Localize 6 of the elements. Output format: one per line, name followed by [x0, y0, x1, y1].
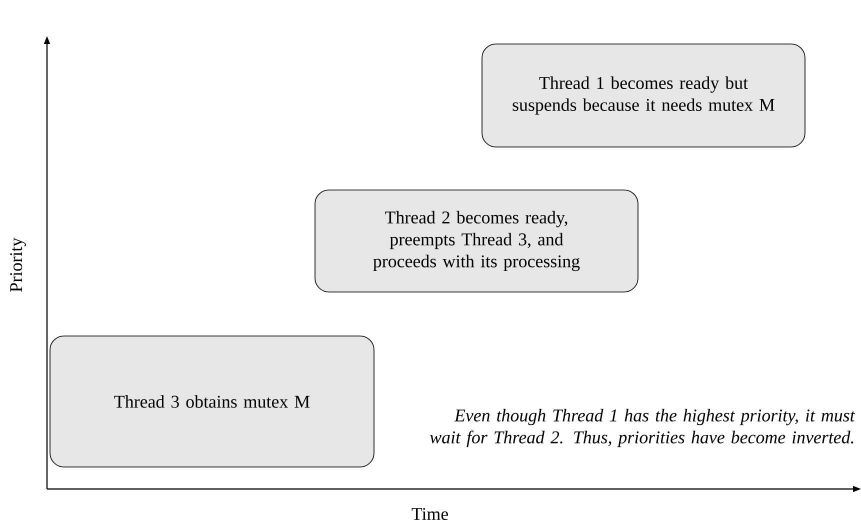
axis-label: Priority	[10, 238, 26, 292]
text-box: Thread 3 obtains mutex M	[50, 336, 374, 468]
note-text: Even though Thread 1 has the highest priority, it must wait for Thread 2. Thus, priorities have become inverted.	[430, 408, 856, 448]
axis-label: Time	[412, 508, 448, 520]
text-box: Thread 2 becomes ready, preempts Thread 3, and proceeds with its processing	[314, 190, 638, 292]
text-box: Thread 1 becomes ready but suspends because it needs mutex M	[482, 44, 806, 148]
